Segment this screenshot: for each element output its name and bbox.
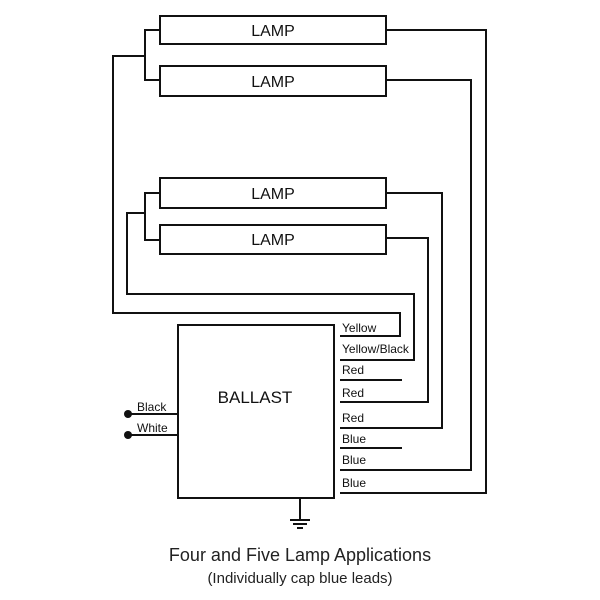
lamp-4-tube xyxy=(159,224,387,255)
lead-label-red-3: Red xyxy=(342,411,364,425)
wire-blue-2 xyxy=(340,79,472,471)
ballast-label: BALLAST xyxy=(218,388,293,407)
lead-label-blue-1: Blue xyxy=(342,432,366,446)
wire-yellow xyxy=(112,29,401,337)
lead-label-red-2: Red xyxy=(342,386,364,400)
diagram-caption: Four and Five Lamp Applications xyxy=(168,545,432,565)
lamp-2: LAMP xyxy=(159,65,387,97)
lamp-4-label: LAMP xyxy=(251,232,295,249)
white-lead-terminal xyxy=(124,431,132,439)
lead-label-blue-3: Blue xyxy=(342,476,366,490)
lead-label-blue-2: Blue xyxy=(342,453,366,467)
lead-label-white: White xyxy=(137,421,168,435)
lead-label-black: Black xyxy=(137,400,167,414)
lead-label-yellow: Yellow xyxy=(342,321,377,335)
wire-yellow-black xyxy=(126,192,415,361)
lamp-3-tube xyxy=(159,177,387,209)
ballast: BALLAST xyxy=(177,324,335,499)
black-lead-terminal xyxy=(124,410,132,418)
lamp-3: LAMP xyxy=(159,177,387,209)
wire-red-3 xyxy=(340,192,443,429)
diagram-subcaption: (Individually cap blue leads) xyxy=(207,570,393,587)
lamp-1-label: LAMP xyxy=(251,23,295,40)
wire-red-2 xyxy=(340,237,429,403)
wire-blue-3 xyxy=(340,29,487,494)
lamp-2-label: LAMP xyxy=(251,74,295,91)
lamp-3-label: LAMP xyxy=(251,186,295,203)
lead-label-red-1: Red xyxy=(342,363,364,377)
ballast-box xyxy=(177,324,335,499)
lead-label-yellow-black: Yellow/Black xyxy=(342,342,410,356)
right-lead-labels: Yellow Yellow/Black Red Red Red Blue Blu… xyxy=(342,321,410,490)
lamp-1: LAMP xyxy=(159,15,387,45)
ground-icon xyxy=(290,498,310,529)
lamp-2-tube xyxy=(159,65,387,97)
line-input-leads: Black White xyxy=(124,400,178,439)
lamp-4: LAMP xyxy=(159,224,387,255)
